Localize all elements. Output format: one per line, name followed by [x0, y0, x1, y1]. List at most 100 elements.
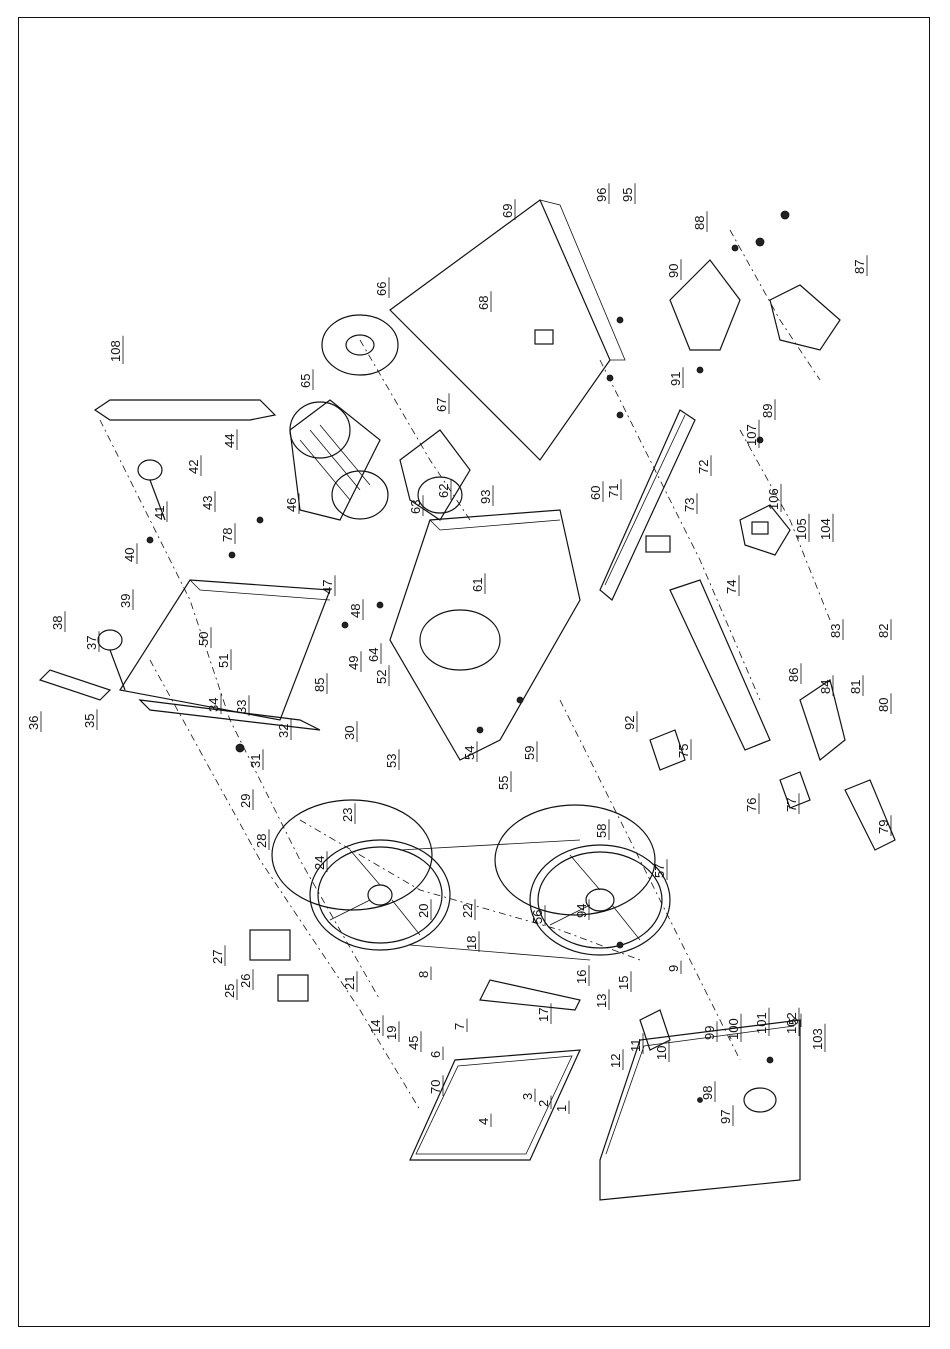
- part-number: 88: [692, 216, 707, 230]
- part-number: 48: [348, 604, 363, 618]
- part-label-57: 57: [652, 859, 668, 880]
- part-label-93: 93: [478, 485, 494, 506]
- part-label-86: 86: [786, 663, 802, 684]
- part-label-65: 65: [298, 369, 314, 390]
- part-number: 9: [666, 965, 681, 972]
- part-number: 55: [496, 776, 511, 790]
- part-label-82: 82: [876, 619, 892, 640]
- part-number: 66: [374, 282, 389, 296]
- part-label-13: 13: [594, 989, 610, 1010]
- part-label-46: 46: [284, 493, 300, 514]
- part-label-24: 24: [312, 851, 328, 872]
- part-label-45: 45: [406, 1031, 422, 1052]
- part-number: 87: [852, 260, 867, 274]
- part-number: 6: [428, 1051, 443, 1058]
- part-number: 10: [654, 1046, 669, 1060]
- part-number: 37: [84, 636, 99, 650]
- part-label-28: 28: [254, 829, 270, 850]
- part-number: 75: [676, 744, 691, 758]
- part-number: 79: [876, 820, 891, 834]
- part-label-106: 106: [766, 483, 782, 512]
- part-label-11: 11: [628, 1033, 644, 1054]
- part-number: 5: [786, 1018, 801, 1025]
- part-number: 49: [346, 656, 361, 670]
- part-number: 92: [622, 716, 637, 730]
- part-number: 64: [366, 648, 381, 662]
- part-number: 52: [374, 670, 389, 684]
- part-number: 101: [754, 1012, 769, 1034]
- part-number: 17: [536, 1008, 551, 1022]
- part-number: 39: [118, 594, 133, 608]
- part-number: 23: [340, 808, 355, 822]
- part-label-75: 75: [676, 739, 692, 760]
- part-number: 108: [108, 340, 123, 362]
- part-number: 93: [478, 490, 493, 504]
- part-number: 67: [434, 398, 449, 412]
- upper-blade-guide: [479, 979, 671, 1051]
- part-number: 58: [594, 824, 609, 838]
- part-label-84: 84: [818, 675, 834, 696]
- part-label-17: 17: [536, 1003, 552, 1024]
- part-number: 84: [818, 680, 833, 694]
- part-number: 4: [476, 1118, 491, 1125]
- part-label-34: 34: [206, 693, 222, 714]
- part-label-31: 31: [248, 749, 264, 770]
- part-number: 68: [476, 296, 491, 310]
- part-label-25: 25: [222, 979, 238, 1000]
- part-label-66: 66: [374, 277, 390, 298]
- part-label-76: 76: [744, 793, 760, 814]
- part-number: 47: [320, 580, 335, 594]
- part-label-5: 5: [786, 1013, 802, 1027]
- part-label-63: 63: [408, 495, 424, 516]
- part-label-42: 42: [186, 455, 202, 476]
- part-number: 31: [248, 754, 263, 768]
- trunnion: [669, 259, 841, 351]
- part-number: 83: [828, 624, 843, 638]
- fence: [645, 535, 771, 751]
- part-label-96: 96: [594, 183, 610, 204]
- tension-knobs: [97, 459, 166, 691]
- part-label-68: 68: [476, 291, 492, 312]
- part-label-3: 3: [520, 1088, 536, 1102]
- part-label-37: 37: [84, 631, 100, 652]
- part-label-6: 6: [428, 1046, 444, 1060]
- part-label-58: 58: [594, 819, 610, 840]
- part-label-64: 64: [366, 643, 382, 664]
- lower-wheel: [494, 804, 671, 956]
- part-number: 2: [536, 1100, 551, 1107]
- part-number: 20: [416, 904, 431, 918]
- part-label-81: 81: [848, 675, 864, 696]
- part-number: 98: [700, 1086, 715, 1100]
- part-number: 41: [152, 506, 167, 520]
- part-label-20: 20: [416, 899, 432, 920]
- part-label-23: 23: [340, 803, 356, 824]
- part-number: 18: [464, 936, 479, 950]
- part-number: 69: [500, 204, 515, 218]
- part-label-101: 101: [754, 1007, 770, 1036]
- part-label-39: 39: [118, 589, 134, 610]
- part-number: 54: [462, 746, 477, 760]
- part-number: 21: [342, 976, 357, 990]
- part-label-95: 95: [620, 183, 636, 204]
- part-number: 103: [810, 1028, 825, 1050]
- rear-door-panel: [599, 1019, 801, 1201]
- junction-box: [249, 929, 309, 1002]
- part-number: 16: [574, 970, 589, 984]
- part-number: 51: [216, 654, 231, 668]
- part-label-50: 50: [196, 627, 212, 648]
- part-label-36: 36: [26, 711, 42, 732]
- part-number: 86: [786, 668, 801, 682]
- part-label-105: 105: [794, 513, 810, 542]
- part-label-104: 104: [818, 513, 834, 542]
- part-label-33: 33: [234, 695, 250, 716]
- part-label-73: 73: [682, 493, 698, 514]
- part-label-27: 27: [210, 945, 226, 966]
- part-label-14: 14: [368, 1015, 384, 1036]
- part-number: 63: [408, 500, 423, 514]
- part-number: 30: [342, 726, 357, 740]
- part-label-2: 2: [536, 1095, 552, 1109]
- part-label-90: 90: [666, 259, 682, 280]
- part-number: 33: [234, 700, 249, 714]
- switch: [739, 504, 791, 556]
- part-label-10: 10: [654, 1041, 670, 1062]
